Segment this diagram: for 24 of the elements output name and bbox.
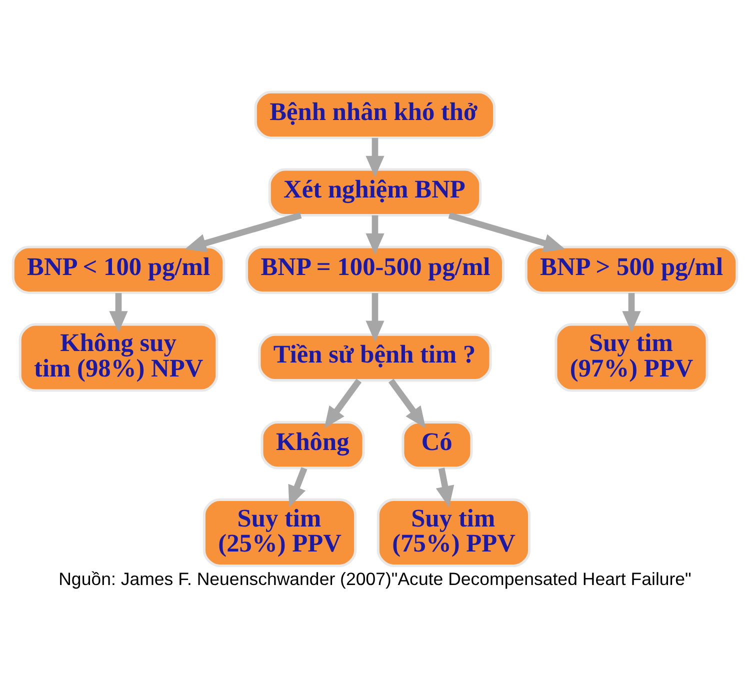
node-box: Suy tim (25%) PPV (202, 498, 357, 567)
arrow (324, 378, 362, 428)
arrow (184, 212, 302, 252)
node-box: Tiền sử bệnh tim ? (258, 333, 492, 382)
arrow (448, 212, 566, 252)
arrow (366, 293, 384, 342)
arrow (366, 138, 384, 178)
arrow (288, 467, 308, 508)
node-box: Không suy tim (98%) NPV (18, 323, 218, 392)
arrow (436, 468, 454, 508)
node-box: Suy tim (97%) PPV (554, 323, 708, 392)
node-box: Suy tim (75%) PPV (376, 498, 531, 567)
node-box: Bệnh nhân khó thở (254, 90, 496, 140)
node-box: Có (402, 420, 473, 470)
node-box: BNP > 500 pg/ml (524, 246, 738, 294)
node-box: Xét nghiệm BNP (268, 168, 482, 217)
arrow (622, 293, 641, 332)
arrow (109, 293, 128, 332)
node-box: BNP = 100-500 pg/ml (245, 246, 505, 294)
caption: Nguồn: James F. Neuenschwander (2007)"Acute Decompensated Heart Failure" (58, 569, 692, 590)
arrow (388, 378, 426, 428)
node-box: BNP < 100 pg/ml (12, 246, 226, 294)
node-box: Không (260, 420, 365, 470)
arrow (366, 215, 384, 255)
